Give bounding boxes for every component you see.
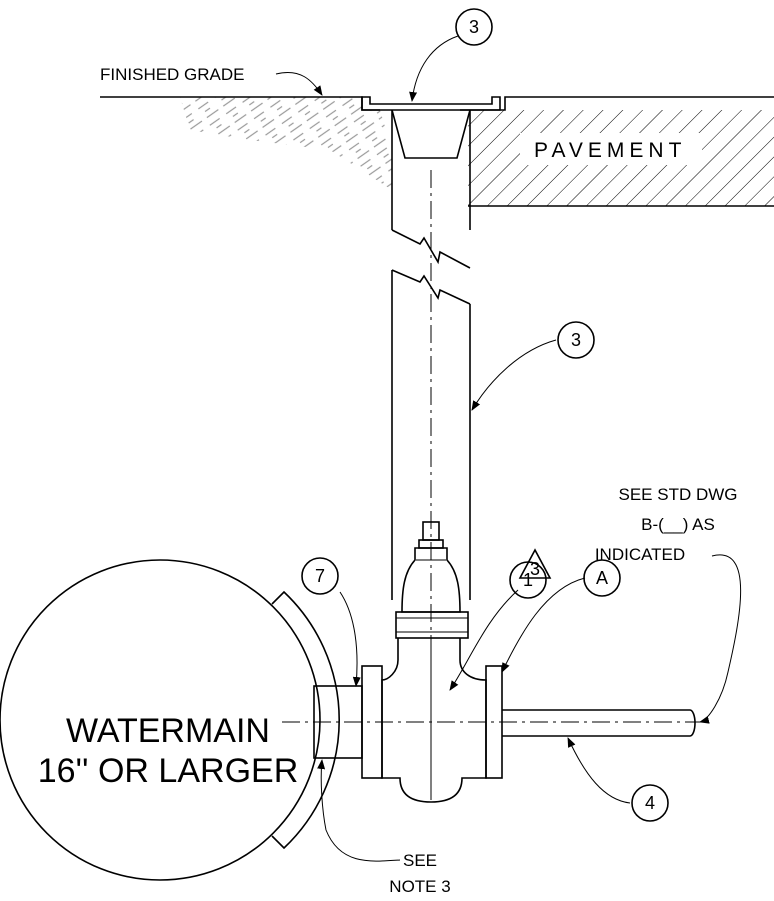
tapping-sleeve xyxy=(271,590,341,850)
callout-lid: 3 xyxy=(455,8,493,46)
finished-grade-label: FINISHED GRADE xyxy=(100,65,245,84)
svg-text:7: 7 xyxy=(315,566,325,586)
svg-text:1: 1 xyxy=(523,570,533,590)
see-note-label-line1: SEE xyxy=(403,851,437,870)
see-std-label-line3: INDICATED xyxy=(595,545,685,564)
callout-flange: A xyxy=(583,559,621,597)
revision-triangle: 3 xyxy=(518,548,552,579)
valve-box-lid xyxy=(361,96,501,111)
callout-valve: 1 xyxy=(509,561,547,599)
leader-finished-grade xyxy=(275,72,323,96)
leader-see-note xyxy=(317,759,401,862)
soil-hatch xyxy=(180,97,392,190)
pipe-4 xyxy=(502,709,696,737)
see-note-label-line2: NOTE 3 xyxy=(389,877,450,896)
see-std-label-line1: SEE STD DWG xyxy=(618,485,737,504)
callout-coupling: 7 xyxy=(301,557,339,595)
svg-text:4: 4 xyxy=(645,793,655,813)
svg-text:3: 3 xyxy=(469,17,479,37)
leader-flange xyxy=(501,577,586,673)
leader-pipe xyxy=(567,737,631,804)
watermain-label-line2: 16'' OR LARGER xyxy=(38,752,299,790)
watermain-pipe xyxy=(0,559,321,881)
leader-valve xyxy=(449,589,519,691)
callout-valve-box: 3 xyxy=(557,321,595,359)
valve-box-base xyxy=(395,611,469,639)
callout-pipe: 4 xyxy=(631,784,669,822)
valve-body xyxy=(381,638,487,803)
leader-valve-box xyxy=(471,339,557,411)
svg-text:3: 3 xyxy=(530,559,540,579)
svg-text:3: 3 xyxy=(571,330,581,350)
leader-see-std xyxy=(699,554,742,724)
leader-lid xyxy=(409,35,459,102)
see-std-label-line2: B-(__) AS xyxy=(641,515,715,534)
watermain-label-line1: WATERMAIN xyxy=(66,712,270,750)
leader-coupling xyxy=(339,591,361,687)
svg-text:A: A xyxy=(596,568,608,588)
pavement-label: PAVEMENT xyxy=(534,139,686,162)
